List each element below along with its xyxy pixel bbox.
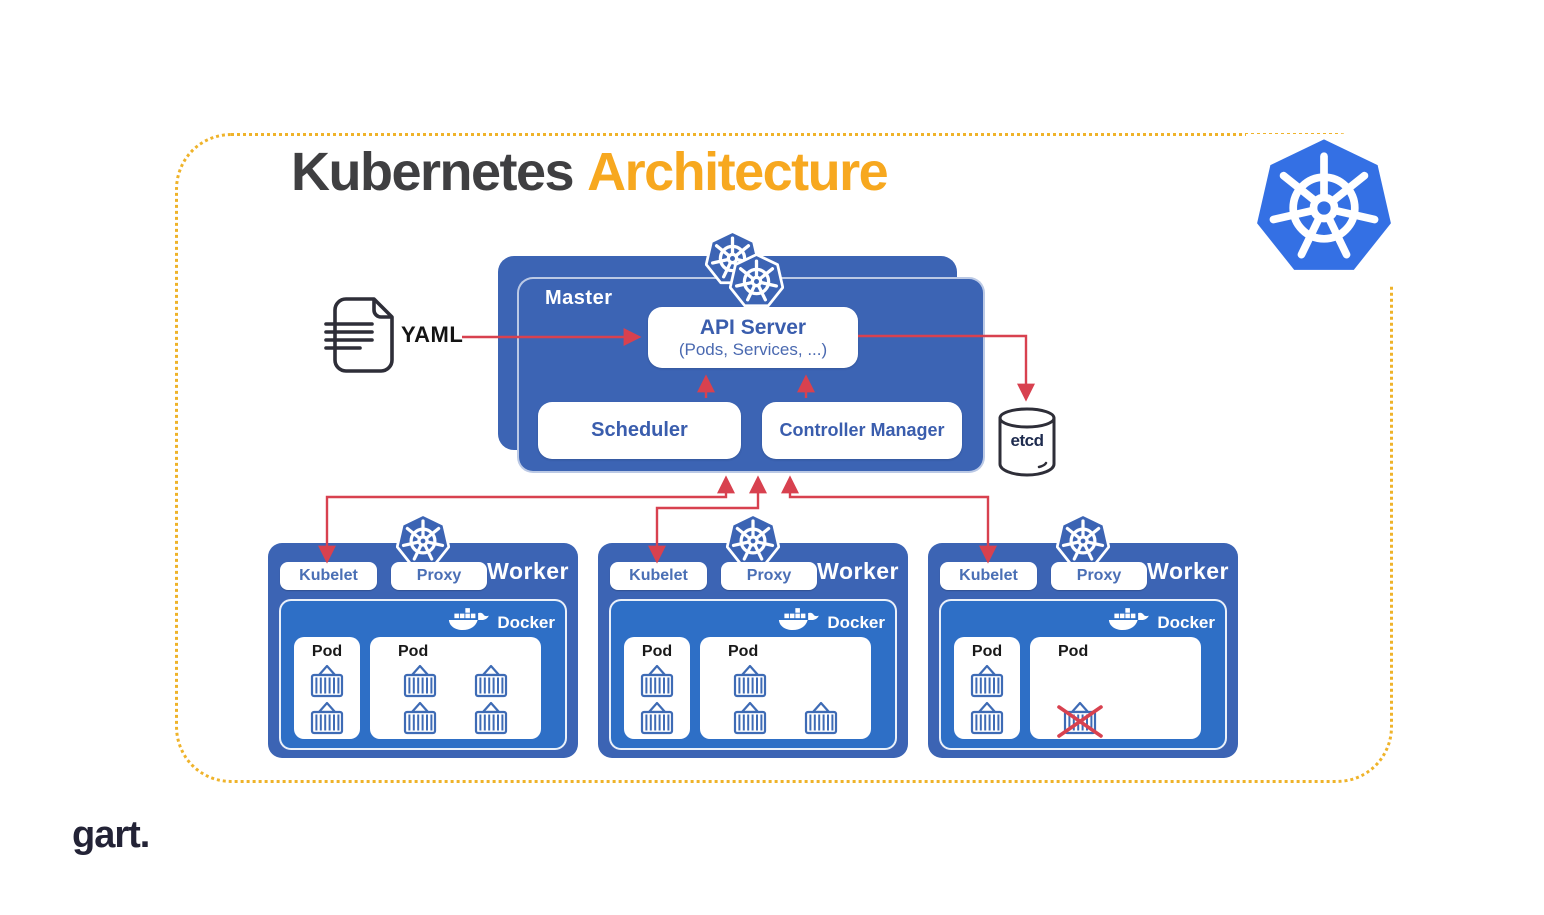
docker-label: Docker [1157,612,1215,632]
yaml-label: YAML [401,322,464,347]
kubelet-box: Kubelet [280,562,377,590]
docker-brand: Docker [448,605,555,640]
api-server-title: API Server [699,315,807,339]
gart-logo: gart. [72,814,150,856]
container-icon [308,701,346,738]
container-icon [731,664,769,701]
worker-node-2: Kubelet Proxy Worker Docker Pod Pod [598,513,908,758]
pod-box: Pod [624,637,690,739]
kubernetes-icon [1254,138,1394,283]
pod-label: Pod [1058,643,1089,660]
pod-label: Pod [311,643,343,660]
docker-label: Docker [827,612,885,632]
failed-container-icon [1056,701,1103,738]
docker-icon [448,605,490,640]
container-icon [308,664,346,701]
proxy-box: Proxy [391,562,487,590]
worker-label: Worker [1147,558,1229,584]
pods-row: Pod Pod [954,637,1201,739]
pod-containers [1030,664,1201,738]
controller-manager-box: Controller Manager [762,402,962,459]
pod-box: Pod [370,637,541,739]
master-label: Master [545,287,613,309]
docker-brand: Docker [1108,605,1215,640]
container-icon [472,701,510,738]
pod-label: Pod [728,643,759,660]
docker-area: Docker Pod Pod [279,599,567,750]
api-server-box: API Server (Pods, Services, ...) [648,307,858,368]
etcd-label: etcd [1010,431,1044,450]
container-icon [472,664,510,701]
pod-containers [954,664,1020,738]
docker-brand: Docker [778,605,885,640]
scheduler-box: Scheduler [538,402,741,459]
title-word-kubernetes: Kubernetes [291,142,575,202]
etcd-icon [995,405,1059,479]
pod-containers [370,664,541,738]
kubelet-box: Kubelet [940,562,1037,590]
container-icon [401,664,439,701]
proxy-box: Proxy [1051,562,1147,590]
pod-box: Pod [1030,637,1201,739]
api-server-subtitle: (Pods, Services, ...) [678,339,828,359]
worker-node-1: Kubelet Proxy Worker Docker Pod Pod [268,513,578,758]
worker-label: Worker [817,558,899,584]
docker-area: Docker Pod Pod [609,599,897,750]
container-icon [968,701,1006,738]
worker-node-3: Kubelet Proxy Worker Docker Pod Pod [928,513,1238,758]
pod-box: Pod [700,637,871,739]
docker-area: Docker Pod Pod [939,599,1227,750]
yaml-file-icon [324,296,398,374]
container-icon [802,701,840,738]
docker-label: Docker [497,612,555,632]
kubernetes-icon [725,513,781,568]
kubernetes-icon [728,253,785,309]
kubernetes-icon [395,513,451,568]
pod-containers [700,664,871,738]
pods-row: Pod Pod [294,637,541,739]
container-icon [638,701,676,738]
pods-row: Pod Pod [624,637,871,739]
pod-box: Pod [954,637,1020,739]
pod-label: Pod [641,643,673,660]
kubelet-box: Kubelet [610,562,707,590]
worker-label: Worker [487,558,569,584]
title-word-architecture: Architecture [587,142,889,202]
container-icon [401,701,439,738]
pod-label: Pod [398,643,429,660]
container-icon [638,664,676,701]
kubernetes-logo [1246,134,1402,286]
diagram-border [175,133,1393,783]
pod-containers [294,664,360,738]
kubernetes-icon [1055,513,1111,568]
pod-containers [624,664,690,738]
pod-box: Pod [294,637,360,739]
docker-icon [778,605,820,640]
docker-icon [1108,605,1150,640]
pod-label: Pod [971,643,1003,660]
proxy-box: Proxy [721,562,817,590]
container-icon [731,701,769,738]
container-icon [968,664,1006,701]
